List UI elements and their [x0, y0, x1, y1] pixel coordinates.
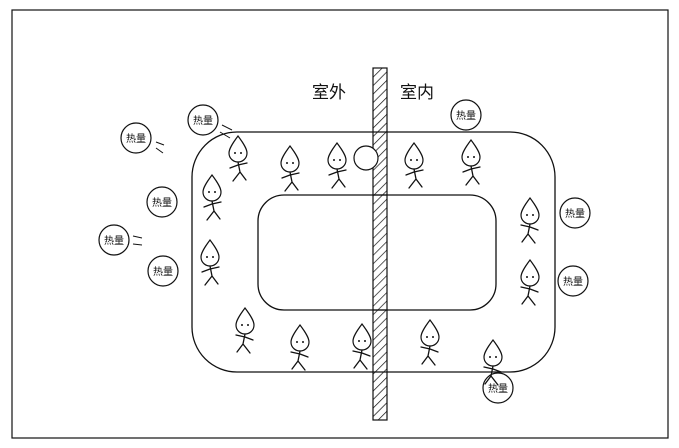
svg-text:热量: 热量 [456, 109, 476, 122]
figure-right-1 [521, 198, 539, 243]
figure-left-2 [203, 175, 221, 220]
figure-outdoor-2 [281, 146, 299, 191]
svg-text:热量: 热量 [126, 132, 146, 145]
empty-ball [354, 146, 378, 170]
figure-outdoor-1 [229, 136, 247, 181]
figure-bottom-1 [421, 320, 439, 365]
heat-bubble-right-lower: 热量 [558, 266, 588, 296]
figure-indoor-1 [405, 143, 423, 188]
figure-left-1 [201, 240, 219, 285]
figure-bottom-4 [236, 308, 254, 353]
heat-bubble-left-upper: 热量 [147, 187, 177, 217]
wall-inner-segment [373, 195, 387, 310]
outdoor-label: 室外 [312, 83, 346, 103]
heat-bubble-drifting-3: 热量 [99, 225, 142, 255]
figure-outdoor-3 [328, 143, 346, 188]
heat-bubble-drifting-1: 热量 [121, 123, 164, 153]
svg-text:热量: 热量 [153, 265, 173, 278]
figure-bottom-3 [291, 325, 309, 370]
heat-bubble-bottom-right: 热量 [483, 373, 513, 403]
svg-text:热量: 热量 [104, 234, 124, 247]
svg-text:热量: 热量 [563, 275, 583, 288]
figure-indoor-2 [462, 140, 480, 185]
figure-right-2 [521, 260, 539, 305]
heat-bubble-right-upper: 热量 [560, 198, 590, 228]
heat-bubble-top-right: 热量 [451, 100, 481, 130]
svg-text:热量: 热量 [193, 114, 213, 127]
svg-text:热量: 热量 [565, 207, 585, 220]
indoor-label: 室内 [400, 83, 434, 103]
heat-bubble-left-lower: 热量 [148, 256, 178, 286]
svg-text:热量: 热量 [152, 196, 172, 209]
figure-bottom-2 [353, 324, 371, 369]
